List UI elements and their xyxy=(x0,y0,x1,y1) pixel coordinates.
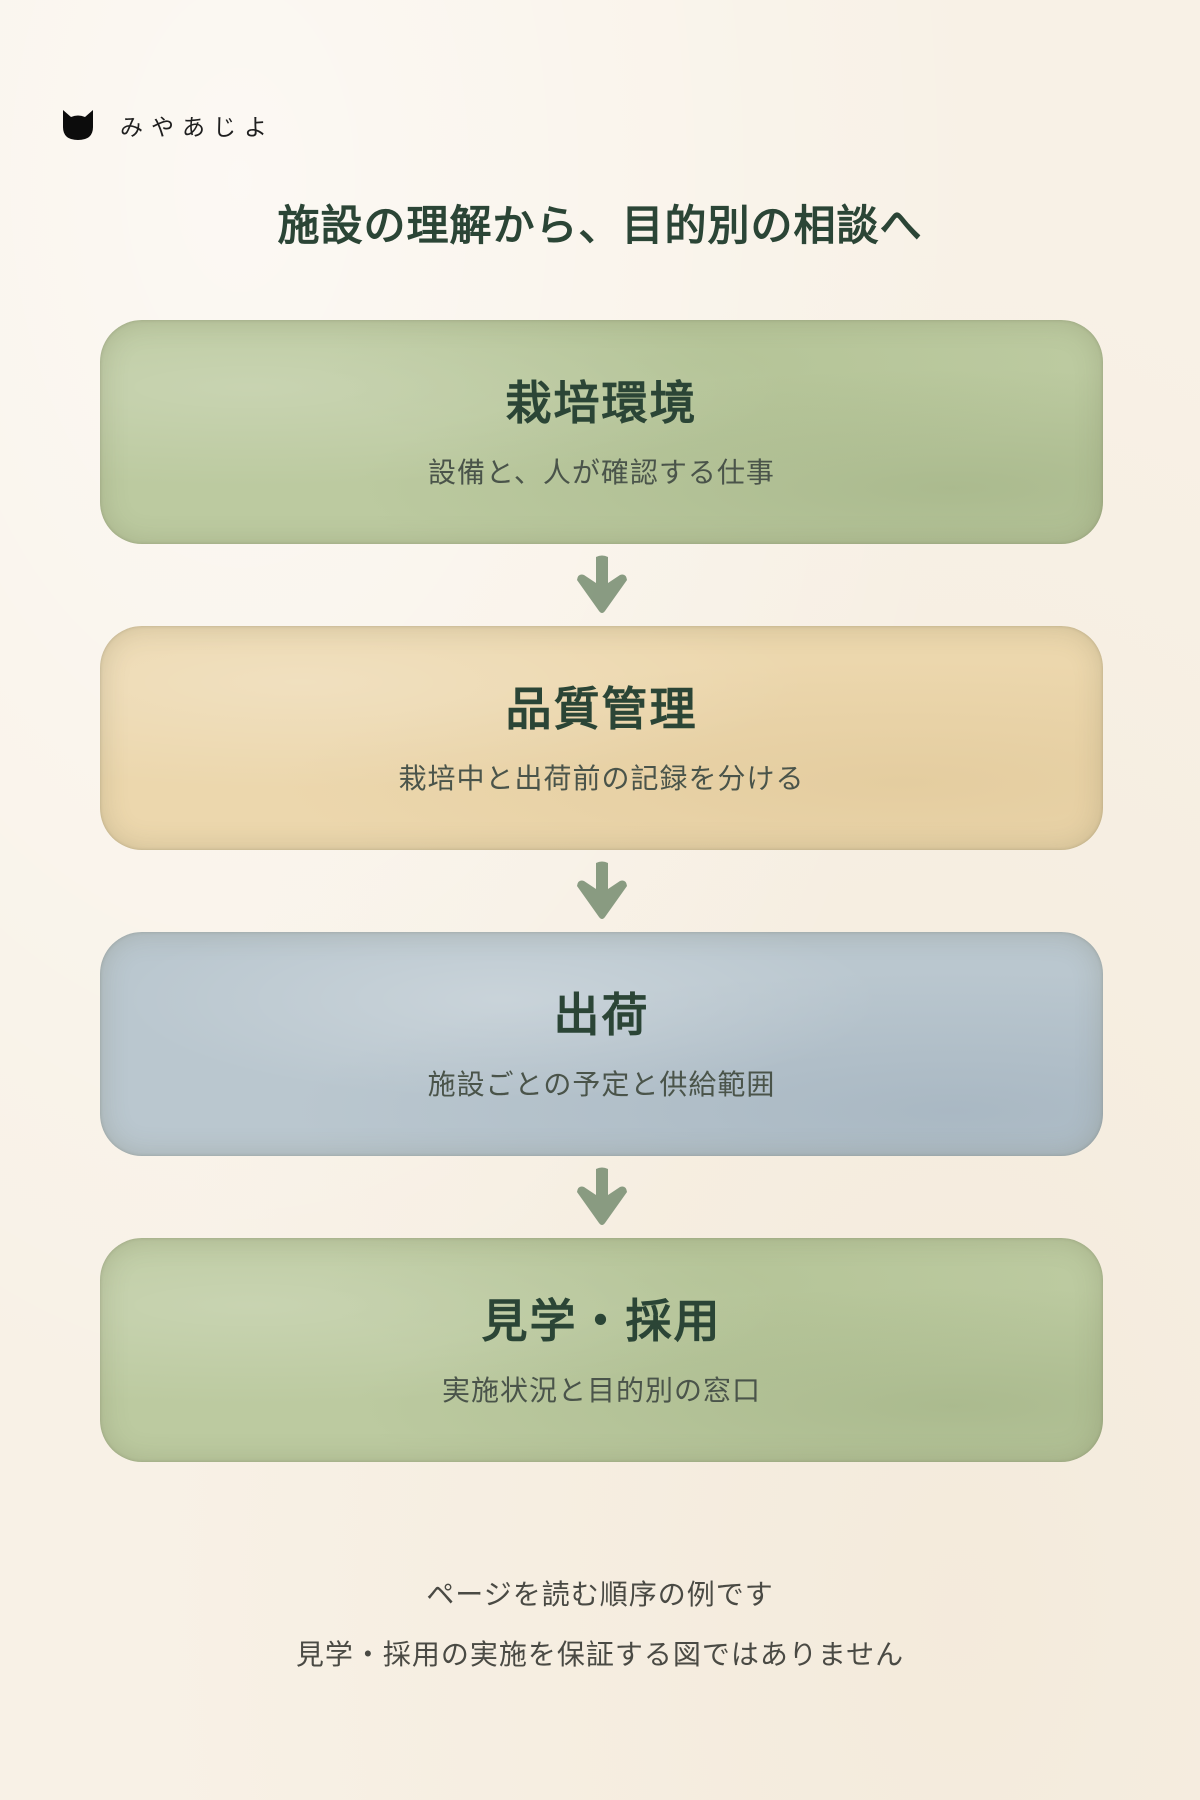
stage-title: 栽培環境 xyxy=(505,376,698,430)
flow-diagram: 栽培環境 設備と、人が確認する仕事 品質管理 栽培中と出荷前の記録を分ける 出荷… xyxy=(100,320,1103,1462)
stage-title: 品質管理 xyxy=(505,682,698,736)
stage-cultivation-environment: 栽培環境 設備と、人が確認する仕事 xyxy=(100,320,1103,544)
flow-connector xyxy=(100,1156,1103,1238)
stage-quality-management: 品質管理 栽培中と出荷前の記録を分ける xyxy=(100,626,1103,850)
footnote-disclaimer: 見学・採用の実施を保証する図ではありません xyxy=(295,1638,905,1671)
footnote-reading-order: ページを読む順序の例です xyxy=(426,1578,774,1611)
stage-visit-recruitment: 見学・採用 実施状況と目的別の窓口 xyxy=(100,1238,1103,1462)
stage-subtitle: 実施状況と目的別の窓口 xyxy=(441,1374,761,1407)
flow-connector xyxy=(100,850,1103,932)
brand-logo[interactable]: みやあじよ xyxy=(60,105,275,145)
stage-subtitle: 栽培中と出荷前の記録を分ける xyxy=(398,762,805,795)
cat-head-icon xyxy=(63,110,93,140)
stage-title: 出荷 xyxy=(553,988,650,1042)
arrow-down-icon xyxy=(576,861,627,919)
footnotes: ページを読む順序の例です 見学・採用の実施を保証する図ではありません xyxy=(0,1565,1200,1685)
arrow-down-icon xyxy=(576,1167,627,1225)
stage-subtitle: 施設ごとの予定と供給範囲 xyxy=(427,1068,776,1101)
stage-subtitle: 設備と、人が確認する仕事 xyxy=(428,456,775,489)
stage-shipping: 出荷 施設ごとの予定と供給範囲 xyxy=(100,932,1103,1156)
brand-name: みやあじよ xyxy=(120,115,275,141)
stage-title: 見学・採用 xyxy=(481,1294,722,1348)
flow-connector xyxy=(100,544,1103,626)
arrow-down-icon xyxy=(576,555,627,613)
page-title: 施設の理解から、目的別の相談へ xyxy=(277,201,923,250)
